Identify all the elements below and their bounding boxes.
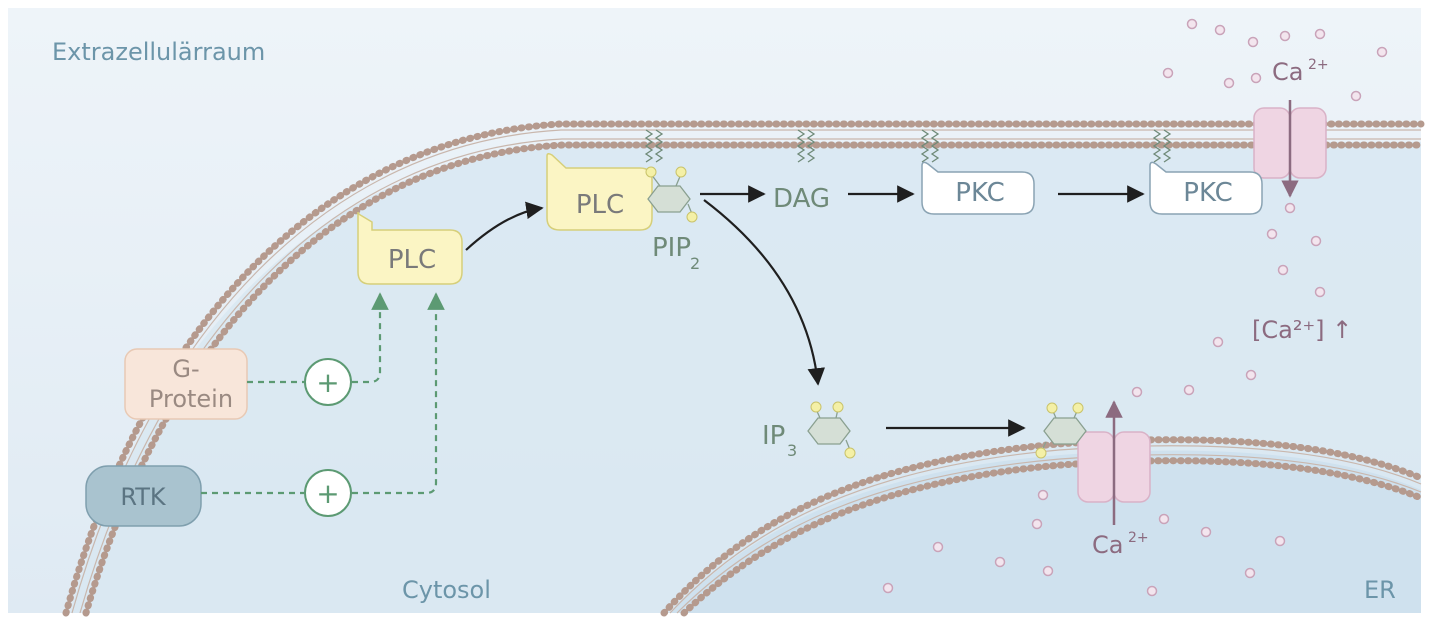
plus-circle-1	[304, 358, 352, 406]
calcium-ion	[1031, 518, 1043, 530]
pkc-2	[1149, 161, 1263, 215]
calcium-ion	[1042, 565, 1054, 577]
calcium-ion	[1183, 384, 1195, 396]
calcium-bottom-label: Ca	[1092, 531, 1123, 559]
calcium-ion	[1158, 513, 1170, 525]
ip3-label: IP	[762, 421, 785, 451]
calcium-ion	[1162, 67, 1174, 79]
er-calcium-channel	[1077, 400, 1151, 525]
calcium-top-superscript: 2+	[1308, 57, 1329, 73]
calcium-ion	[1200, 526, 1212, 538]
calcium-ion	[1350, 90, 1362, 102]
pkc-2-label: PKC	[1183, 178, 1232, 208]
pkc-1-label: PKC	[955, 178, 1004, 208]
calcium-ion	[1274, 535, 1286, 547]
plus-1-label: +	[316, 366, 339, 399]
calcium-ion	[882, 582, 894, 594]
calcium-ion	[1212, 336, 1224, 348]
calcium-ion	[1247, 36, 1259, 48]
calcium-ion	[1314, 28, 1326, 40]
calcium-ion	[1376, 46, 1388, 58]
er-lumen	[670, 450, 1421, 613]
plus-circle-2	[304, 469, 352, 517]
plc-inactive	[357, 211, 463, 285]
calcium-ion	[1223, 77, 1235, 89]
pip2-molecule	[645, 166, 698, 223]
pkc-1	[921, 161, 1035, 215]
calcium-ions	[882, 18, 1388, 597]
lipid-anchors	[644, 129, 1172, 163]
calcium-ion	[1284, 202, 1296, 214]
pip2-label: PIP	[652, 233, 691, 263]
calcium-bottom-superscript: 2+	[1128, 530, 1149, 546]
extracellular-label: Extrazellulärraum	[52, 38, 265, 66]
calcium-ion	[1250, 72, 1262, 84]
calcium-ion	[1037, 489, 1049, 501]
activation-paths	[201, 292, 445, 495]
calcium-ion	[932, 541, 944, 553]
rtk	[85, 465, 202, 527]
g-protein-label-line2: Protein	[149, 385, 233, 413]
g-protein	[124, 348, 248, 420]
ip3-subscript: 3	[787, 441, 797, 460]
plc-inactive-label: PLC	[388, 245, 436, 275]
dag-label: DAG	[773, 184, 830, 214]
ip3-bound-molecule	[1035, 402, 1087, 459]
calcium-ion	[994, 556, 1006, 568]
calcium-ion	[1131, 386, 1143, 398]
calcium-ion	[1214, 24, 1226, 36]
ip3-molecule	[807, 401, 856, 459]
calcium-ion	[1279, 30, 1291, 42]
cytosol-label: Cytosol	[402, 576, 491, 604]
calcium-concentration-label: [Ca²⁺] ↑	[1252, 316, 1352, 344]
calcium-ion	[1310, 235, 1322, 247]
calcium-ion	[1245, 369, 1257, 381]
plasma-membrane-calcium-channel	[1253, 100, 1327, 198]
calcium-ion	[1314, 286, 1326, 298]
calcium-ion	[1244, 567, 1256, 579]
rtk-label: RTK	[120, 483, 167, 511]
pathway-arrows	[465, 185, 1145, 437]
calcium-ion	[1266, 228, 1278, 240]
calcium-ion	[1186, 18, 1198, 30]
pip2-subscript: 2	[690, 254, 700, 273]
er-label: ER	[1364, 576, 1396, 604]
calcium-ion	[1146, 585, 1158, 597]
g-protein-label-line1: G-	[172, 355, 199, 383]
plc-active-label: PLC	[576, 190, 624, 220]
calcium-ion	[1277, 264, 1289, 276]
plus-2-label: +	[316, 477, 339, 510]
calcium-top-label: Ca	[1272, 58, 1303, 86]
